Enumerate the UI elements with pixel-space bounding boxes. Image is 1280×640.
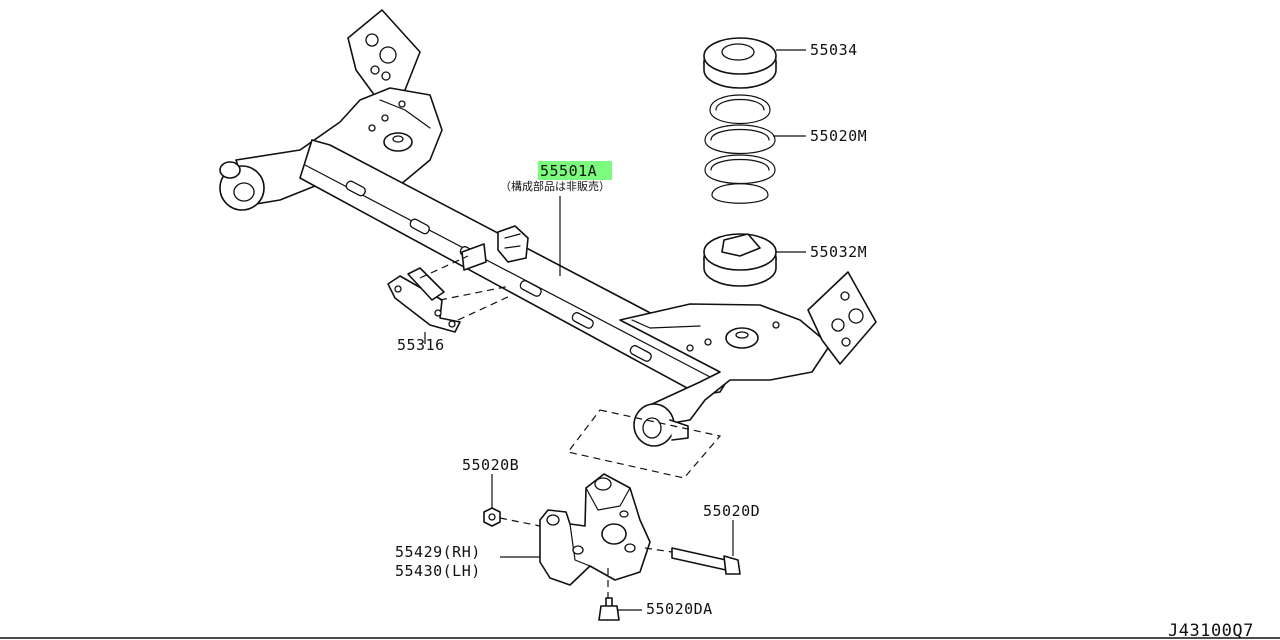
label-55501A-note: （構成部品は非販売） — [500, 179, 610, 193]
label-55020M[interactable]: 55020M — [810, 127, 867, 145]
label-55032M[interactable]: 55032M — [810, 243, 867, 261]
label-55501A[interactable]: 55501A — [540, 162, 597, 180]
spring-lower-seat-55032M[interactable] — [703, 233, 777, 287]
part-highlight — [538, 161, 612, 180]
coil-spring-55020M[interactable] — [704, 94, 776, 204]
mounting-bracket-55429-55430[interactable] — [539, 473, 651, 586]
beam-bracket-55316[interactable] — [387, 243, 511, 333]
label-55034[interactable]: 55034 — [810, 41, 858, 59]
spring-upper-seat-55034[interactable] — [703, 37, 777, 89]
nut-55020B[interactable] — [483, 507, 541, 527]
label-55429[interactable]: 55429(RH) — [395, 543, 481, 561]
diagram-code: J43100Q7 — [1168, 621, 1254, 640]
label-55316[interactable]: 55316 — [397, 336, 445, 354]
bolt-55020DA[interactable] — [598, 568, 620, 621]
bushing-transfer-outline — [566, 409, 722, 479]
label-55430[interactable]: 55430(LH) — [395, 562, 481, 580]
leader-lines — [424, 49, 806, 611]
label-55020D[interactable]: 55020D — [703, 502, 760, 520]
label-55020DA[interactable]: 55020DA — [646, 600, 713, 618]
bolt-55020D[interactable] — [644, 520, 741, 575]
label-55020B[interactable]: 55020B — [462, 456, 519, 474]
rear-axle-beam[interactable] — [219, 9, 877, 447]
